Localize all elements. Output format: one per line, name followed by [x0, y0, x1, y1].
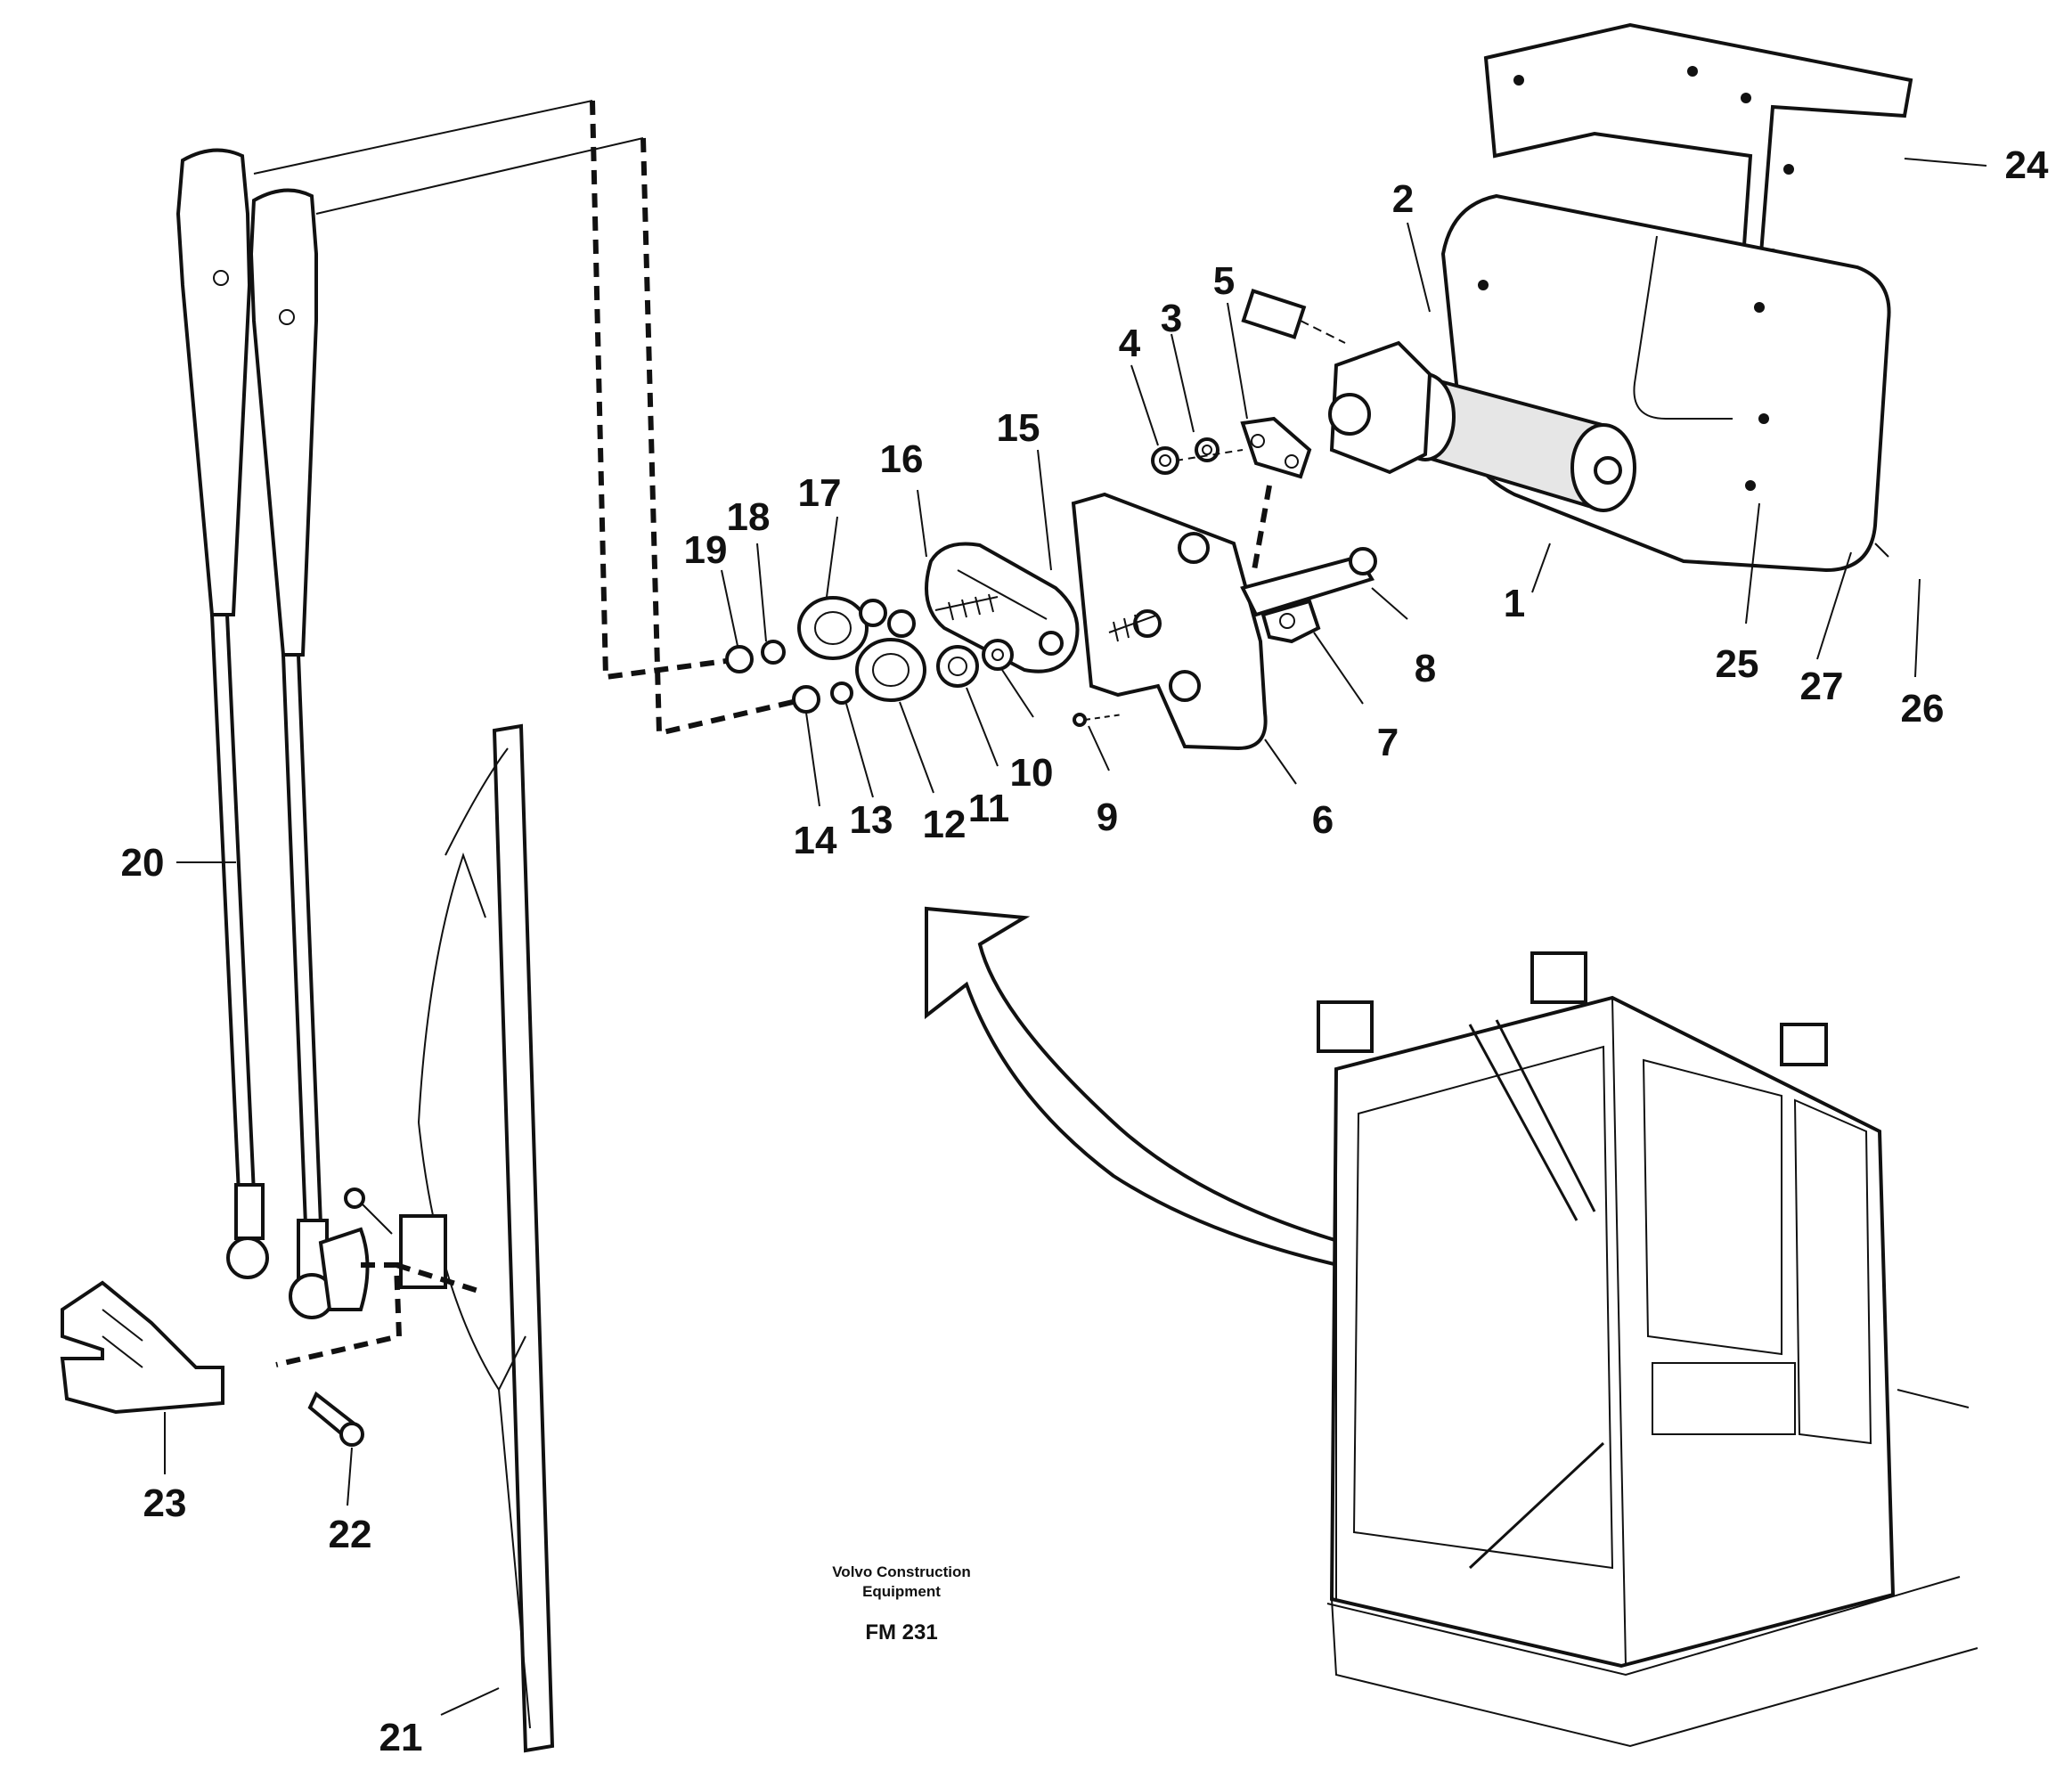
callout-27: 27	[1800, 665, 1844, 708]
callout-5: 5	[1213, 259, 1235, 303]
callout-17: 17	[798, 471, 842, 515]
callout-13: 13	[850, 798, 893, 842]
callout-4: 4	[1119, 322, 1141, 365]
gear-17	[797, 596, 869, 660]
cab-illustration	[1317, 951, 1978, 1748]
leader-lines	[164, 158, 1987, 1716]
washer-10	[982, 639, 1014, 671]
crank-7	[1260, 599, 1321, 644]
callout-1: 1	[1504, 582, 1525, 625]
callout-22: 22	[329, 1513, 372, 1556]
wiper-arm-right	[249, 188, 335, 1319]
washer-13	[830, 681, 853, 705]
callout-25: 25	[1716, 642, 1759, 686]
spring-stud	[1108, 614, 1159, 642]
arm-hub	[275, 1187, 403, 1367]
callout-11: 11	[968, 787, 1010, 830]
nut-14	[792, 685, 820, 714]
spring-16	[934, 593, 999, 621]
callout-26: 26	[1901, 687, 1945, 730]
callout-8: 8	[1415, 647, 1436, 690]
callout-15: 15	[997, 406, 1040, 450]
nut-19	[725, 645, 754, 673]
reference-arrow	[925, 906, 1552, 1299]
callout-18: 18	[727, 495, 771, 539]
callout-14: 14	[794, 819, 837, 862]
callout-labels: 1 2 3 4 5 6 7 8 9 10 11 12 13 14 15 16 1…	[121, 143, 2049, 1759]
wiper-arm-left	[175, 148, 269, 1279]
callout-24: 24	[2005, 143, 2049, 187]
figure-caption: Volvo Construction Equipment FM 231	[832, 1563, 971, 1644]
screw-22	[307, 1391, 364, 1447]
callout-16: 16	[880, 437, 924, 481]
callout-21: 21	[379, 1716, 423, 1759]
nut-4	[1151, 446, 1179, 475]
company-name-line1: Volvo Construction	[832, 1563, 971, 1580]
callout-7: 7	[1377, 721, 1399, 764]
callout-6: 6	[1312, 798, 1334, 842]
figure-code: FM 231	[865, 1620, 937, 1644]
callout-19: 19	[684, 528, 728, 572]
motor-housing	[1440, 193, 1891, 573]
washer-18	[761, 640, 786, 665]
callout-10: 10	[1010, 751, 1054, 795]
washer-3	[1195, 437, 1220, 462]
callout-3: 3	[1161, 297, 1182, 340]
clip-23	[60, 1280, 224, 1415]
drive-belt	[925, 542, 1080, 673]
gear-12	[855, 638, 926, 702]
callout-12: 12	[923, 803, 967, 846]
callout-2: 2	[1392, 177, 1414, 221]
linkage-plate	[1071, 492, 1268, 751]
wiper-blade	[396, 723, 555, 1753]
company-name-line2: Equipment	[862, 1583, 941, 1600]
callout-20: 20	[121, 841, 165, 885]
callout-23: 23	[143, 1481, 187, 1525]
washers-top	[859, 599, 916, 638]
wiper-motor	[1241, 289, 1636, 512]
nut-11	[936, 645, 979, 688]
bracket-5	[1240, 416, 1312, 479]
rod-8	[1240, 547, 1377, 617]
callout-9: 9	[1097, 796, 1118, 839]
screw-9	[1073, 713, 1123, 727]
